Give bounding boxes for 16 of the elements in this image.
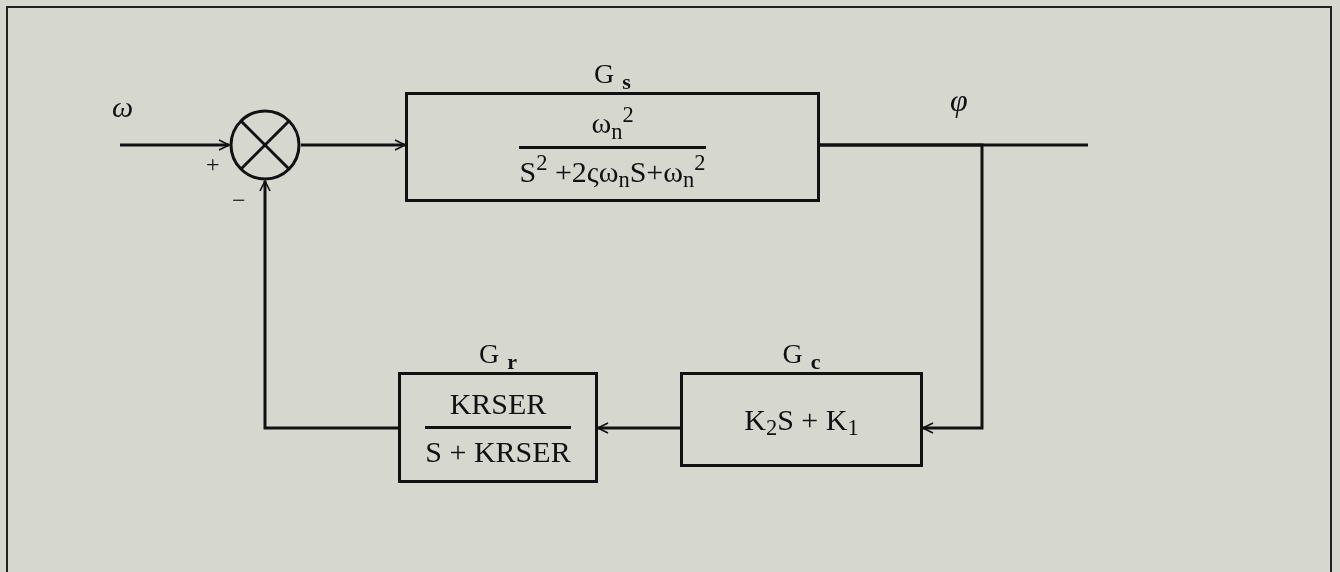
signal-line [301,139,406,151]
signal-line [597,422,680,434]
summing-junction [229,109,301,181]
transfer-function: K$_{2}$S + K$_{1}$ [744,401,859,439]
numerator: KRSER [448,385,548,422]
sign-label: − [232,188,246,212]
signal-line [120,139,230,151]
denominator: S + KRSER [425,434,571,470]
signal-line [259,180,398,430]
sign-label: + [206,152,220,176]
signal-label: ω [112,92,134,122]
edge-label: φ [950,84,968,116]
block-label: G$_{r}$ [479,340,517,368]
block-label: G$_{s}$ [594,60,631,88]
signal-line [820,143,984,434]
block-label: G$_{c}$ [782,340,821,368]
